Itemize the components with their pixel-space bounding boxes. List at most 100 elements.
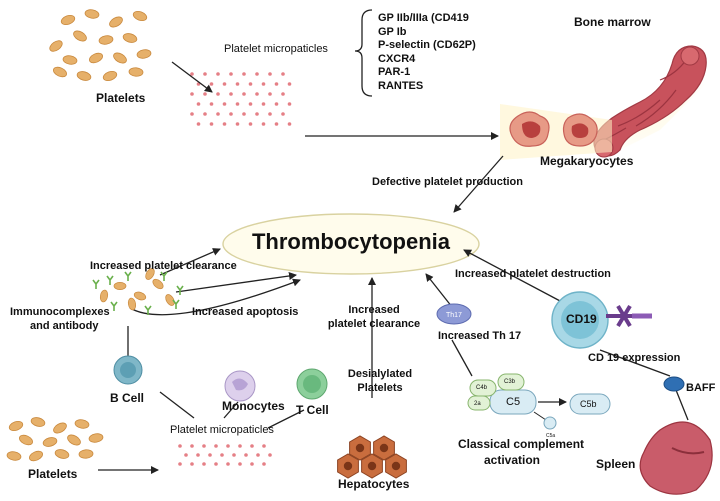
micro-dot <box>256 453 260 457</box>
baff-label: BAFF <box>686 382 716 394</box>
cd19-cell-icon <box>551 291 652 349</box>
micro-dot <box>216 92 220 96</box>
destruction-label: Increased platelet destruction <box>455 268 611 280</box>
platelet-icon <box>109 16 123 28</box>
antibody-icon <box>160 271 168 281</box>
micro-dot <box>178 444 182 448</box>
platelet-icon <box>89 52 103 64</box>
receptor-item: RANTES <box>378 79 424 92</box>
megakaryocyte-icon <box>509 111 598 147</box>
micro-dot <box>281 112 285 116</box>
platelet-icon <box>53 66 67 78</box>
monocytes-label: Monocytes <box>222 399 285 413</box>
hepatocyte-nucleus <box>391 461 401 471</box>
clearance-mid-label-2: platelet clearance <box>327 318 421 330</box>
micro-dot <box>209 122 214 126</box>
micro-dot <box>196 122 201 126</box>
micro-dot <box>222 122 227 126</box>
complement-label-1: Classical complement <box>458 437 585 451</box>
t-cell-label: T Cell <box>296 403 329 417</box>
micro-dot <box>261 122 266 126</box>
micro-dot <box>202 444 206 448</box>
platelet-icon <box>113 52 127 64</box>
platelets-top-icon <box>49 9 152 82</box>
baff-icon <box>663 376 685 392</box>
platelet-icon <box>99 289 109 303</box>
platelet-icon <box>132 10 148 22</box>
micro-dot <box>274 102 279 106</box>
micro-dot <box>190 462 194 466</box>
c4b-text: C4b <box>476 385 488 391</box>
micro-dot <box>190 92 194 96</box>
platelet-icon <box>29 450 43 462</box>
c3b-text: C3b <box>504 379 516 385</box>
hepatocyte-icon <box>337 435 407 479</box>
platelet-icon <box>128 67 144 77</box>
receptor-brace-icon <box>354 9 373 97</box>
platelet-icon <box>54 449 70 459</box>
micro-dot <box>208 453 212 457</box>
arrow-platelets-to-micro <box>171 61 213 93</box>
micro-bottom-label: Platelet micropaticles <box>170 424 274 436</box>
t-cell-icon <box>296 368 328 400</box>
c5a-text: C5a <box>546 433 556 439</box>
receptor-item: PAR-1 <box>378 66 411 78</box>
micro-bottom-dots-icon <box>178 444 272 466</box>
spleen-icon <box>639 421 713 495</box>
line-complement-th17 <box>451 339 473 377</box>
platelet-icon <box>98 35 114 45</box>
arrow-clearance-left <box>159 248 221 276</box>
platelet-icon <box>165 294 175 306</box>
platelet-icon <box>145 268 155 280</box>
line-tcell-micro <box>267 409 305 429</box>
micro-dot <box>190 444 194 448</box>
complement-c5-icon <box>467 373 611 430</box>
title: Thrombocytopenia <box>251 229 450 254</box>
micro-dot <box>287 82 292 86</box>
clearance-mid-label-1: Increased <box>348 304 400 316</box>
platelet-icon <box>136 49 152 59</box>
micro-dot <box>255 112 259 116</box>
line-bcell-micro <box>159 391 195 419</box>
hepatocytes-label: Hepatocytes <box>338 477 410 491</box>
micro-dot <box>261 82 266 86</box>
b-cell-icon <box>113 355 143 385</box>
platelet-icon <box>8 420 24 432</box>
th17-label: Increased Th 17 <box>438 330 522 342</box>
desialylated-label-1: Desialylated <box>347 368 413 380</box>
defective-production-label: Defective platelet production <box>372 176 523 188</box>
micro-dot <box>229 72 233 76</box>
antibody-icon <box>110 301 118 311</box>
micro-dot <box>216 112 220 116</box>
micro-top-label: Platelet micropaticles <box>224 43 328 55</box>
clearance-left-label: Increased platelet clearance <box>90 260 237 272</box>
immunocomplex-label-2: and antibody <box>30 320 99 332</box>
platelet-icon <box>113 282 127 290</box>
micro-dot <box>226 462 230 466</box>
c2a-text: 2a <box>474 401 481 407</box>
micro-dot <box>255 92 259 96</box>
micro-dot <box>250 444 254 448</box>
hepatocyte-nucleus <box>367 461 377 471</box>
micro-dot <box>222 102 227 106</box>
hepatocyte-nucleus <box>379 443 389 453</box>
antibody-icon <box>172 299 180 309</box>
micro-dot <box>203 112 207 116</box>
platelet-icon <box>49 40 63 52</box>
arrow-defective-production <box>453 155 504 213</box>
platelet-icon <box>62 55 78 65</box>
micro-dot <box>248 102 253 106</box>
micro-dot <box>209 82 214 86</box>
micro-dot <box>262 462 266 466</box>
immunocomplex-icon <box>92 268 184 315</box>
micro-dot <box>222 82 227 86</box>
micro-dot <box>216 72 220 76</box>
spleen-label: Spleen <box>596 457 636 471</box>
platelet-icon <box>53 422 67 434</box>
micro-dot <box>248 122 253 126</box>
micro-dot <box>268 453 272 457</box>
micro-dot <box>238 462 242 466</box>
micro-dot <box>262 444 266 448</box>
micro-dot <box>229 92 233 96</box>
antibody-icon <box>124 271 132 281</box>
